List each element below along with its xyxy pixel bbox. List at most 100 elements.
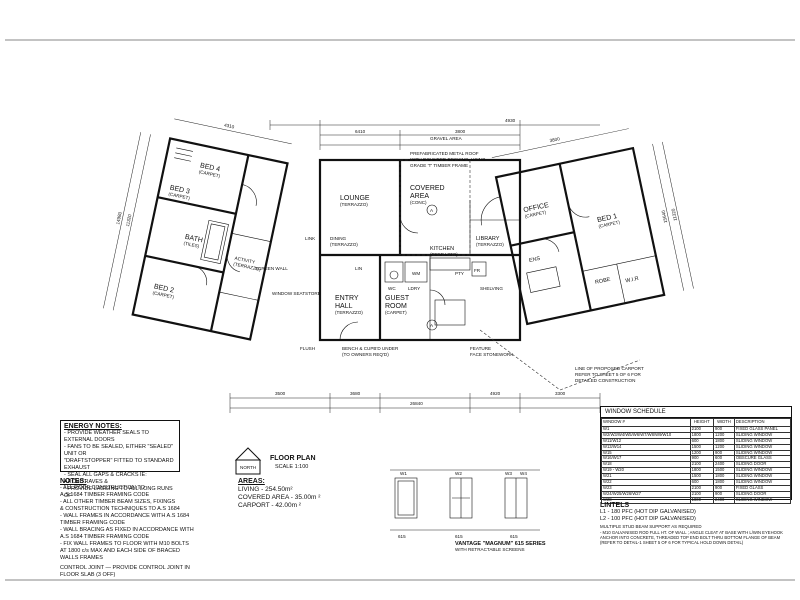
door-swing <box>242 184 257 206</box>
screen-wall-note: SCREEN WALL <box>255 266 288 271</box>
svg-text:615: 615 <box>510 534 518 539</box>
svg-text:A: A <box>430 323 434 328</box>
svg-text:6410: 6410 <box>355 129 366 134</box>
room-wir-label: W.I.R <box>625 276 639 285</box>
area-carport: CARPORT - 42.00m ² <box>238 502 301 509</box>
fridge-label: FR <box>474 268 481 273</box>
shelving-label: SHELVING <box>480 286 503 291</box>
wc-box <box>384 261 404 283</box>
central-block: A A LOUNGE (TERRAZZO) COVERED AREA (CONC… <box>255 136 522 357</box>
covered-area-outline <box>399 159 471 256</box>
svg-text:A: A <box>430 208 434 213</box>
north-label: NORTH <box>240 465 256 470</box>
svg-text:3800: 3800 <box>549 136 560 143</box>
svg-text:(CARPET): (CARPET) <box>598 219 621 228</box>
ens-vanity <box>526 266 561 293</box>
svg-text:(CARPET): (CARPET) <box>168 191 191 200</box>
link-label: LINK <box>305 236 316 241</box>
svg-text:15640: 15640 <box>661 209 669 223</box>
svg-text:(TERRAZZO): (TERRAZZO) <box>233 261 262 272</box>
svg-text:FACE STONEWORK: FACE STONEWORK <box>470 352 514 357</box>
svg-text:11320: 11320 <box>670 208 678 222</box>
svg-text:DETAILED CONSTRUCTION: DETAILED CONSTRUCTION <box>575 378 635 383</box>
room-bed4-label: BED 4 <box>199 162 220 173</box>
lintel-support-note: MULTIPLE STUD BEAM SUPPORT AS REQUIRED <box>600 524 702 529</box>
window-schedule-title: WINDOW SCHEDULE <box>601 407 791 418</box>
svg-text:(TO OWNERS REQ'D): (TO OWNERS REQ'D) <box>342 352 389 357</box>
store-label: STORE <box>305 291 321 296</box>
svg-text:(CARPET): (CARPET) <box>198 169 221 178</box>
left-wing: BED 4 (CARPET) BED 3 (CARPET) BATH (TILE… <box>103 118 292 341</box>
svg-text:(CONC): (CONC) <box>410 200 427 205</box>
svg-text:ROOM: ROOM <box>385 303 407 310</box>
energy-notes-title: ENERGY NOTES: <box>64 423 122 430</box>
bottom-dimensions: 26840 3500 3680 4920 3300 <box>229 391 601 413</box>
bottom-total-dim: 26840 <box>410 401 423 406</box>
roof-note-1: PREFABRICATED METAL ROOF <box>410 151 479 156</box>
roof-note-2: WITH ROUNDED DECKING, USING <box>410 157 486 162</box>
svg-text:4310: 4310 <box>224 122 235 129</box>
control-joint-note: CONTROL JOINT — PROVIDE CONTROL JOINT IN… <box>60 565 190 578</box>
svg-text:WITH RETRACTABLE SCREENS: WITH RETRACTABLE SCREENS <box>455 547 525 552</box>
entry-door <box>339 321 359 341</box>
section-marker-a <box>426 204 438 216</box>
wm-label: WM <box>412 271 420 276</box>
svg-text:14980: 14980 <box>115 211 123 225</box>
svg-text:4930: 4930 <box>505 118 516 123</box>
room-bed3-label: BED 3 <box>169 185 190 196</box>
floor-plan-title: FLOOR PLAN <box>270 455 316 462</box>
svg-text:(TERRAZZO): (TERRAZZO) <box>340 202 368 207</box>
svg-text:(TERRAZZO): (TERRAZZO) <box>335 310 363 315</box>
notes-title: NOTES: <box>60 478 87 485</box>
room-robe-label: ROBE <box>595 277 612 286</box>
north-arrow: NORTH <box>234 447 262 475</box>
svg-text:W3: W3 <box>505 471 512 476</box>
kitchen-bench <box>429 257 471 271</box>
feature-note: FEATURE <box>470 346 491 351</box>
window-schedule: WINDOW SCHEDULE WINDOW # HEIGHT WIDTH DE… <box>600 406 792 504</box>
area-living: LIVING - 254.50m² <box>238 486 293 493</box>
svg-text:3680: 3680 <box>350 391 361 396</box>
svg-text:(TERRAZZO): (TERRAZZO) <box>430 252 458 257</box>
lintel-l1: L1 - 180 PFC (HOT DIP GALVANISED) <box>600 509 696 515</box>
window-series-caption: VANTAGE "MAGNUM" 615 SERIES <box>455 541 546 547</box>
areas-title: AREAS: <box>238 478 265 485</box>
carport-note: LINE OF PROPOSED CARPORT <box>575 366 644 371</box>
top-dimensions: 6410 3800 4930 <box>269 118 600 150</box>
svg-text:W4: W4 <box>520 471 527 476</box>
bath-tub <box>200 219 229 264</box>
lintel-l2: L2 - 100 PFC (HOT DIP GALVANISED) <box>600 516 696 522</box>
room-bed1-label: BED 1 <box>597 213 618 224</box>
room-lounge-label: LOUNGE <box>340 195 370 202</box>
right-wing: OFFICE (CARPET) BED 1 (CARPET) ENS ROBE … <box>480 128 694 326</box>
svg-text:3500: 3500 <box>275 391 286 396</box>
svg-text:HALL: HALL <box>335 303 353 310</box>
lintels-block: LINTELS L1 - 180 PFC (HOT DIP GALVANISED… <box>600 502 795 545</box>
room-library-label: LIBRARY <box>476 236 500 242</box>
room-ldry-label: LDRY <box>408 286 420 291</box>
svg-text:REFER TO SHEET 5 OF 6 FOR: REFER TO SHEET 5 OF 6 FOR <box>575 372 642 377</box>
lintels-title: LINTELS <box>600 502 630 509</box>
svg-text:3300: 3300 <box>555 391 566 396</box>
svg-text:615: 615 <box>398 534 406 539</box>
svg-text:615: 615 <box>455 534 463 539</box>
table-cell: 1800 <box>689 496 715 504</box>
room-entry-label: ENTRY <box>335 295 359 302</box>
room-guest-label: GUEST <box>385 295 410 302</box>
svg-text:(CARPET): (CARPET) <box>152 290 175 299</box>
linen-label: LIN <box>355 266 362 271</box>
room-covered-label: COVERED <box>410 185 445 192</box>
roof-note-3: GRADE 'T' TIMBER FRAME <box>410 163 468 168</box>
area-covered: COVERED AREA - 35.00m ² <box>238 494 321 501</box>
areas-block: AREAS: LIVING - 254.50m² COVERED AREA - … <box>238 478 368 510</box>
table-cell: SLIDING WINDOW <box>733 496 792 504</box>
svg-text:(CARPET): (CARPET) <box>524 210 547 219</box>
right-wing-outline <box>494 146 666 326</box>
svg-text:W1: W1 <box>400 471 407 476</box>
general-notes: NOTES: - ALL ROOF CONSTRUCTION TO A.S 16… <box>60 478 210 579</box>
room-wc-label: WC <box>388 286 396 291</box>
energy-notes-box: ENERGY NOTES: - PROVIDE WEATHER SEALS TO… <box>60 420 180 499</box>
